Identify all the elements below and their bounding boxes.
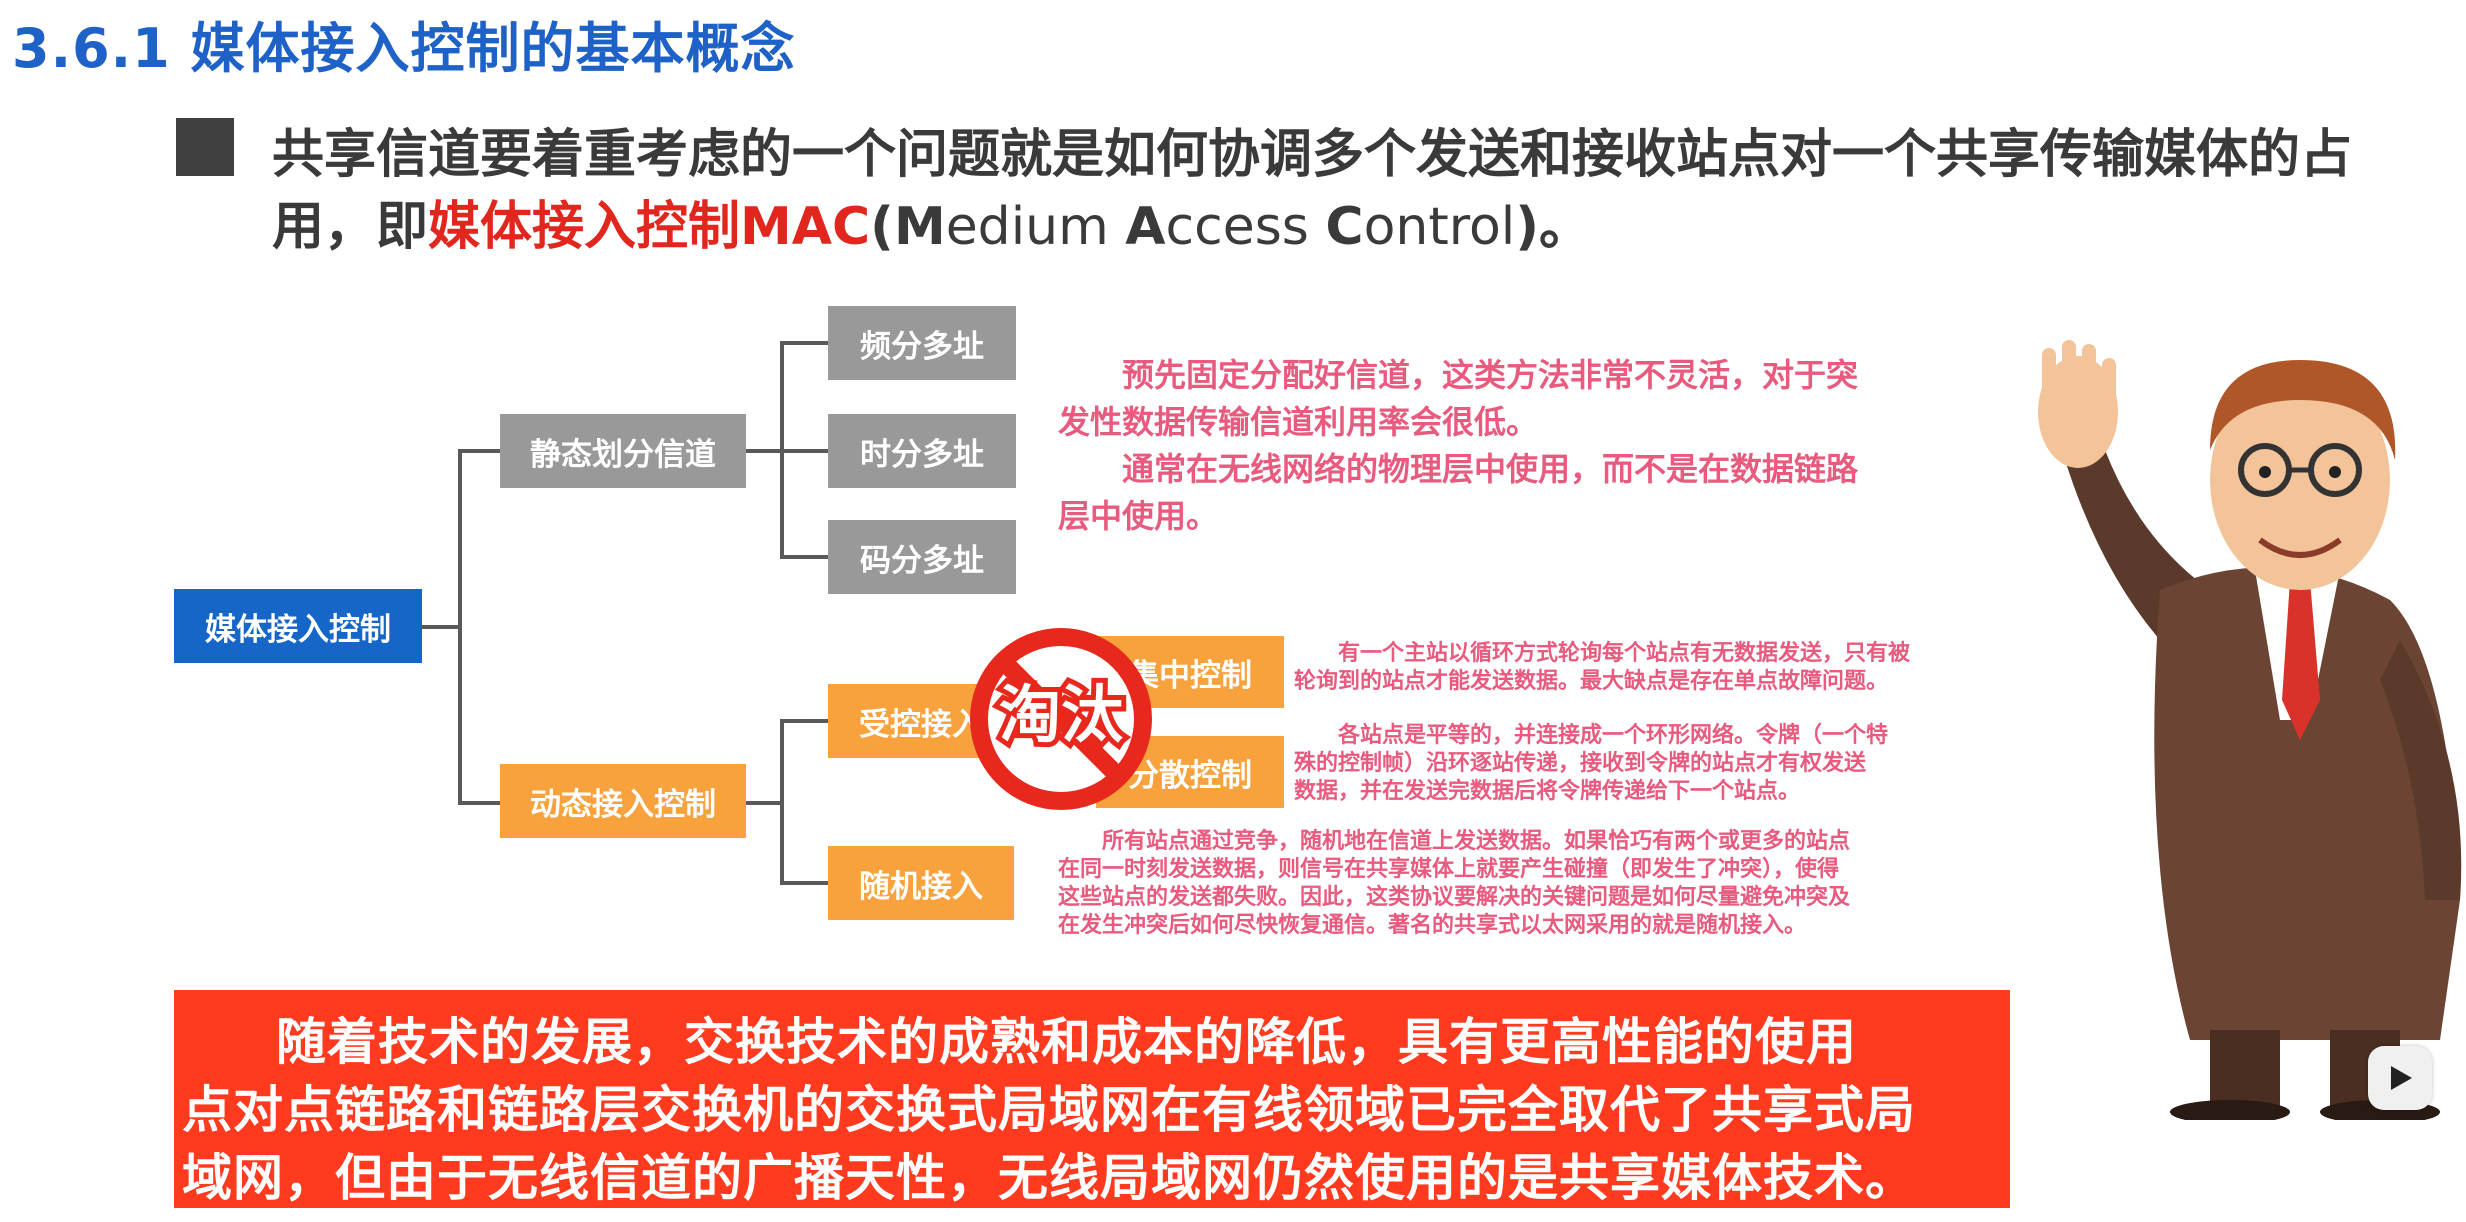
tree-connector [780,719,828,723]
tree-root-label: 媒体接入控制 [205,611,391,648]
bullet-prefix: 用，即 [272,197,429,257]
tree-dynamic-label: 动态接入控制 [530,786,716,823]
stamp-text: 淘汰 [999,678,1123,751]
distributed-control-note: 各站点是平等的，并连接成一个环形网络。令牌（一个特 殊的控制帧）沿环逐站传递，接… [1294,722,1888,806]
static-channel-note: 预先固定分配好信道，这类方法非常不灵活，对于突 发性数据传输信道利用率会很低。 … [1058,352,1858,540]
central-note-line: 轮询到的站点才能发送数据。最大缺点是存在单点故障问题。 [1294,669,1889,694]
tree-connector [780,881,828,885]
tree-connector [458,801,500,805]
tree-root-mac: 媒体接入控制 [174,589,422,663]
tree-connector [780,719,784,885]
summary-banner: 随着技术的发展，交换技术的成熟和成本的降低，具有更高性能的使用 点对点链路和链路… [174,990,2010,1208]
tree-connector [746,449,782,453]
random-note-line: 在发生冲突后如何尽快恢复通信。著名的共享式以太网采用的就是随机接入。 [1058,913,1807,938]
tree-node-fdma: 频分多址 [828,306,1016,380]
distributed-note-line: 殊的控制帧）沿环逐站传递，接收到令牌的站点才有权发送 [1294,751,1867,776]
mac-word-ontrol: ontrol [1363,197,1516,257]
static-note-line: 预先固定分配好信道，这类方法非常不灵活，对于突 [1058,356,1859,394]
tree-controlled-label: 受控接入 [859,706,983,743]
mac-letter-c: C [1325,197,1364,257]
tree-node-cdma: 码分多址 [828,520,1016,594]
distributed-note-line: 数据，并在发送完数据后将令牌传递给下一个站点。 [1294,779,1801,804]
mac-open-paren: ( [870,197,894,257]
tree-node-tdma: 时分多址 [828,414,1016,488]
tree-central-label: 集中控制 [1128,657,1252,694]
banner-line-1: 随着技术的发展，交换技术的成熟和成本的降低，具有更高性能的使用 [174,1013,1857,1071]
tree-tdma-label: 时分多址 [860,436,984,473]
tree-connector [780,555,828,559]
bullet-suffix: )。 [1515,197,1592,257]
mac-word-ccess: ccess [1165,197,1326,257]
tree-distributed-label: 分散控制 [1128,757,1252,794]
page-title: 3.6.1 媒体接入控制的基本概念 [12,17,796,80]
tree-connector [780,341,828,345]
mac-letter-a: A [1125,197,1166,257]
tree-node-dynamic: 动态接入控制 [500,764,746,838]
random-note-line: 所有站点通过竞争，随机地在信道上发送数据。如果恰巧有两个或更多的站点 [1058,829,1851,854]
tree-fdma-label: 频分多址 [860,328,984,365]
mac-word-edium: edium [945,197,1126,257]
play-icon [2391,1066,2412,1090]
tree-connector [780,449,828,453]
bullet-text-line-2: 用，即媒体接入控制MAC(Medium Access Control)。 [272,184,1591,259]
mac-letter-m: M [893,197,946,257]
obsolete-stamp-icon: 淘汰 [970,628,1152,810]
tree-random-label: 随机接入 [859,868,983,905]
tree-static-label: 静态划分信道 [530,436,716,473]
central-control-note: 有一个主站以循环方式轮询每个站点有无数据发送，只有被 轮询到的站点才能发送数据。… [1294,640,1910,696]
static-note-line: 发性数据传输信道利用率会很低。 [1058,403,1539,441]
tree-node-random: 随机接入 [828,846,1014,920]
random-note-line: 这些站点的发送都失败。因此，这类协议要解决的关键问题是如何尽量避免冲突及 [1058,885,1851,910]
tree-cdma-label: 码分多址 [860,542,984,579]
bullet-text-line-1: 共享信道要着重考虑的一个问题就是如何协调多个发送和接收站点对一个共享传输媒体的占 [272,125,2353,185]
teacher-character-illustration [2038,340,2462,1120]
central-note-line: 有一个主站以循环方式轮询每个站点有无数据发送，只有被 [1294,641,1911,666]
tree-node-static: 静态划分信道 [500,414,746,488]
static-note-line: 层中使用。 [1058,497,1219,535]
static-note-line: 通常在无线网络的物理层中使用，而不是在数据链路 [1058,450,1859,488]
tree-connector [458,449,500,453]
bullet-square-icon [176,118,234,176]
play-button[interactable] [2368,1046,2432,1110]
random-access-note: 所有站点通过竞争，随机地在信道上发送数据。如果恰巧有两个或更多的站点 在同一时刻… [1058,828,1850,940]
tree-connector [746,801,782,805]
banner-line-3: 域网，但由于无线信道的广播天性，无线局域网仍然使用的是共享媒体技术。 [182,1149,1916,1207]
tree-connector [422,625,460,629]
random-note-line: 在同一时刻发送数据，则信号在共享媒体上就要产生碰撞（即发生了冲突），使得 [1058,857,1840,882]
banner-line-2: 点对点链路和链路层交换机的交换式局域网在有线领域已完全取代了共享式局 [182,1081,1916,1139]
tree-connector [458,449,462,805]
mac-term: 媒体接入控制MAC [428,197,871,257]
distributed-note-line: 各站点是平等的，并连接成一个环形网络。令牌（一个特 [1294,723,1889,748]
